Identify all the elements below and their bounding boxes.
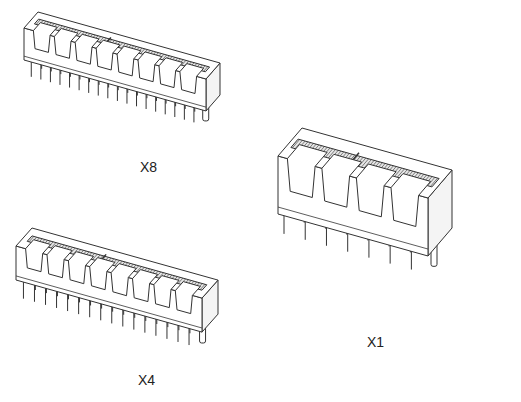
base-ledge <box>278 207 428 249</box>
latch-tab <box>159 58 183 88</box>
latch-tab <box>96 40 120 70</box>
latch-tab <box>391 174 431 227</box>
base-ledge <box>16 276 202 328</box>
slot-width-label: X4 <box>138 373 155 387</box>
base-ledge <box>24 56 206 107</box>
latch-tab <box>356 164 396 217</box>
latch-tab <box>180 64 204 94</box>
latch-tab <box>75 34 99 64</box>
latch-tab <box>322 154 362 207</box>
slot-width-label: X8 <box>140 160 157 174</box>
latch-tab <box>33 23 57 53</box>
contact <box>204 67 208 72</box>
latch-tab <box>138 52 162 82</box>
contact <box>430 178 437 186</box>
slot-width-label: X1 <box>367 335 384 349</box>
latch-tab <box>117 46 141 76</box>
latch-tab <box>54 29 78 59</box>
latch-tab <box>175 282 200 314</box>
contact <box>200 284 205 289</box>
latch-tab <box>287 145 327 198</box>
